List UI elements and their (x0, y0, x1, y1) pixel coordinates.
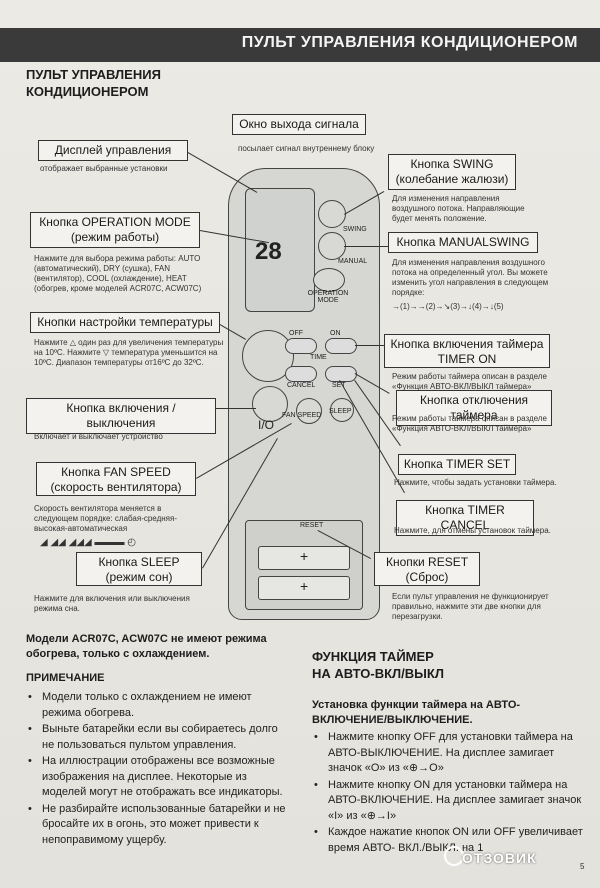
lcd-display (245, 188, 315, 312)
cancel-label: CANCEL (287, 382, 316, 389)
sleep-label: SLEEP (329, 408, 352, 415)
desc-signal-window: посылает сигнал внутреннему блоку (238, 144, 375, 153)
fan-speed-button-graphic (296, 398, 322, 424)
timer-step: Нажмите кнопку OFF для установки таймера… (314, 730, 586, 777)
mode-label: MODE (317, 297, 339, 304)
timer-subtitle: Установка функции таймера на АВТО-ВКЛЮЧЕ… (312, 699, 521, 726)
leader-manualswing (344, 246, 388, 247)
label-fan-speed: Кнопка FAN SPEED(скорость вентилятора) (36, 462, 196, 496)
desc-timer-on: Режим работы таймера описан в разделе «Ф… (392, 372, 547, 391)
swing-button-graphic (318, 200, 346, 228)
power-symbol: I/O (258, 418, 275, 432)
desc-operation-mode: Нажмите для выбора режима работы: AUTO (… (34, 254, 202, 293)
label-timer-on-1: Кнопка включения таймера (390, 337, 544, 351)
operation-mode-button-graphic (313, 268, 345, 292)
page-title-line1: ПУЛЬТ УПРАВЛЕНИЯ (26, 67, 161, 82)
leader-power (216, 408, 256, 409)
label-fan-1: Кнопка FAN SPEED (61, 465, 171, 479)
label-timer-on-2: TIMER ON (437, 352, 497, 366)
watermark: ОТЗОВИК (462, 850, 537, 866)
label-timer-set: Кнопка TIMER SET (398, 454, 516, 475)
label-signal-window: Окно выхода сигнала (232, 114, 366, 135)
timer-set-button-graphic (325, 366, 357, 382)
battery-plus-bottom: + (300, 578, 309, 594)
label-power: Кнопка включения / выключения (26, 398, 216, 434)
off-label: OFF (289, 330, 303, 337)
desc-swing: Для изменения направления воздушного пот… (392, 194, 525, 223)
label-operation-mode: Кнопка OPERATION MODE(режим работы) (30, 212, 200, 248)
desc-sleep: Нажмите для включения или выключения реж… (34, 594, 190, 613)
label-swing: Кнопка SWING(колебание жалюзи) (388, 154, 516, 190)
notes-list: Модели только с охлаждением не имеют реж… (28, 690, 290, 849)
timer-title-line2: НА АВТО-ВКЛ/ВЫКЛ (312, 666, 444, 681)
label-sleep-1: Кнопка SLEEP (98, 555, 180, 569)
desc-power: Включает и выключает устройство (34, 432, 163, 441)
manual-button-label: MANUAL (338, 258, 368, 265)
reset-label: RESET (300, 522, 324, 529)
notes-heading: ПРИМЕЧАНИЕ (26, 672, 105, 684)
page-title-line2: КОНДИЦИОНЕРОМ (26, 84, 149, 99)
manualswing-sequence: →(1)→→(2)→↘(3)→↓(4)→↓(5) (392, 302, 504, 311)
desc-manualswing: Для изменения направления воздушного пот… (392, 258, 549, 297)
power-button-graphic (252, 386, 288, 422)
label-reset: Кнопки RESET(Сброс) (374, 552, 480, 586)
desc-temperature: Нажмите △ один раз для увеличения темпер… (34, 338, 224, 367)
watermark-logo-icon (444, 846, 464, 866)
label-reset-1: Кнопки RESET (385, 555, 469, 569)
operation-label-1: OPERATION (307, 290, 349, 297)
label-timer-cancel: Кнопка TIMER CANCEL (396, 500, 534, 536)
label-fan-2: (скорость вентилятора) (50, 480, 182, 494)
page-number: 5 (580, 862, 585, 871)
desc-reset: Если пульт управления не функционирует п… (392, 592, 549, 621)
banner-title: ПУЛЬТ УПРАВЛЕНИЯ КОНДИЦИОНЕРОМ (241, 34, 578, 51)
battery-cell-bottom (258, 576, 350, 600)
label-sleep: Кнопка SLEEP(режим сон) (76, 552, 202, 586)
label-timer-off: Кнопка отключения таймера (396, 390, 552, 426)
page-title: ПУЛЬТ УПРАВЛЕНИЯ КОНДИЦИОНЕРОМ (26, 66, 161, 100)
battery-plus-top: + (300, 548, 309, 564)
timer-section-title: ФУНКЦИЯ ТАЙМЕР НА АВТО-ВКЛ/ВЫКЛ (312, 648, 444, 682)
note-item: Модели только с охлаждением не имеют реж… (28, 690, 290, 721)
label-display: Дисплей управления (38, 140, 188, 161)
timer-step: Нажмите кнопку ON для установки таймера … (314, 778, 586, 825)
fan-speed-sequence-graphic: ◢ ◢◢ ◢◢◢ ▬▬▬ ◴ (40, 537, 136, 548)
timer-off-button-graphic (285, 338, 317, 354)
desc-timer-set: Нажмите, чтобы задать установки таймера. (394, 478, 557, 487)
note-item: Выньте батарейки если вы собираетесь дол… (28, 722, 290, 753)
desc-timer-off: Режим работы таймера описан в разделе «Ф… (392, 414, 547, 433)
label-swing-2: (колебание жалюзи) (395, 172, 509, 186)
battery-cell-top (258, 546, 350, 570)
note-item: На иллюстрации отображены все возможные … (28, 754, 290, 801)
leader-timer-on (355, 345, 385, 346)
manualswing-button-graphic (318, 232, 346, 260)
sleep-button-graphic (330, 398, 354, 422)
label-opmode-1: Кнопка OPERATION MODE (39, 215, 191, 229)
desc-timer-cancel: Нажмите, для отмены установок таймера. (394, 526, 551, 535)
on-label: ON (330, 330, 341, 337)
set-label: SET (332, 382, 346, 389)
swing-button-label: SWING (343, 226, 367, 233)
models-note: Модели ACR07C, ACW07C не имеют режима об… (26, 633, 267, 660)
label-swing-1: Кнопка SWING (410, 157, 494, 171)
timer-cancel-button-graphic (285, 366, 317, 382)
label-reset-2: (Сброс) (405, 570, 449, 584)
note-item: Не разбирайте использованные батарейки и… (28, 802, 290, 849)
label-sleep-2: (режим сон) (105, 570, 173, 584)
timer-title-line1: ФУНКЦИЯ ТАЙМЕР (312, 649, 434, 664)
desc-fan-speed: Скорость вентилятора меняется в следующе… (34, 504, 177, 533)
fan-speed-label: FAN SPEED (282, 412, 322, 419)
label-temperature: Кнопки настройки температуры (30, 312, 220, 333)
desc-display: отображает выбранные установки (40, 164, 168, 173)
timer-steps-list: Нажмите кнопку OFF для установки таймера… (314, 730, 586, 857)
label-manualswing: Кнопка MANUALSWING (388, 232, 538, 253)
time-label: TIME (310, 354, 327, 361)
timer-on-button-graphic (325, 338, 357, 354)
label-opmode-2: (режим работы) (70, 230, 160, 244)
section-banner: ПУЛЬТ УПРАВЛЕНИЯ КОНДИЦИОНЕРОМ (0, 28, 600, 62)
